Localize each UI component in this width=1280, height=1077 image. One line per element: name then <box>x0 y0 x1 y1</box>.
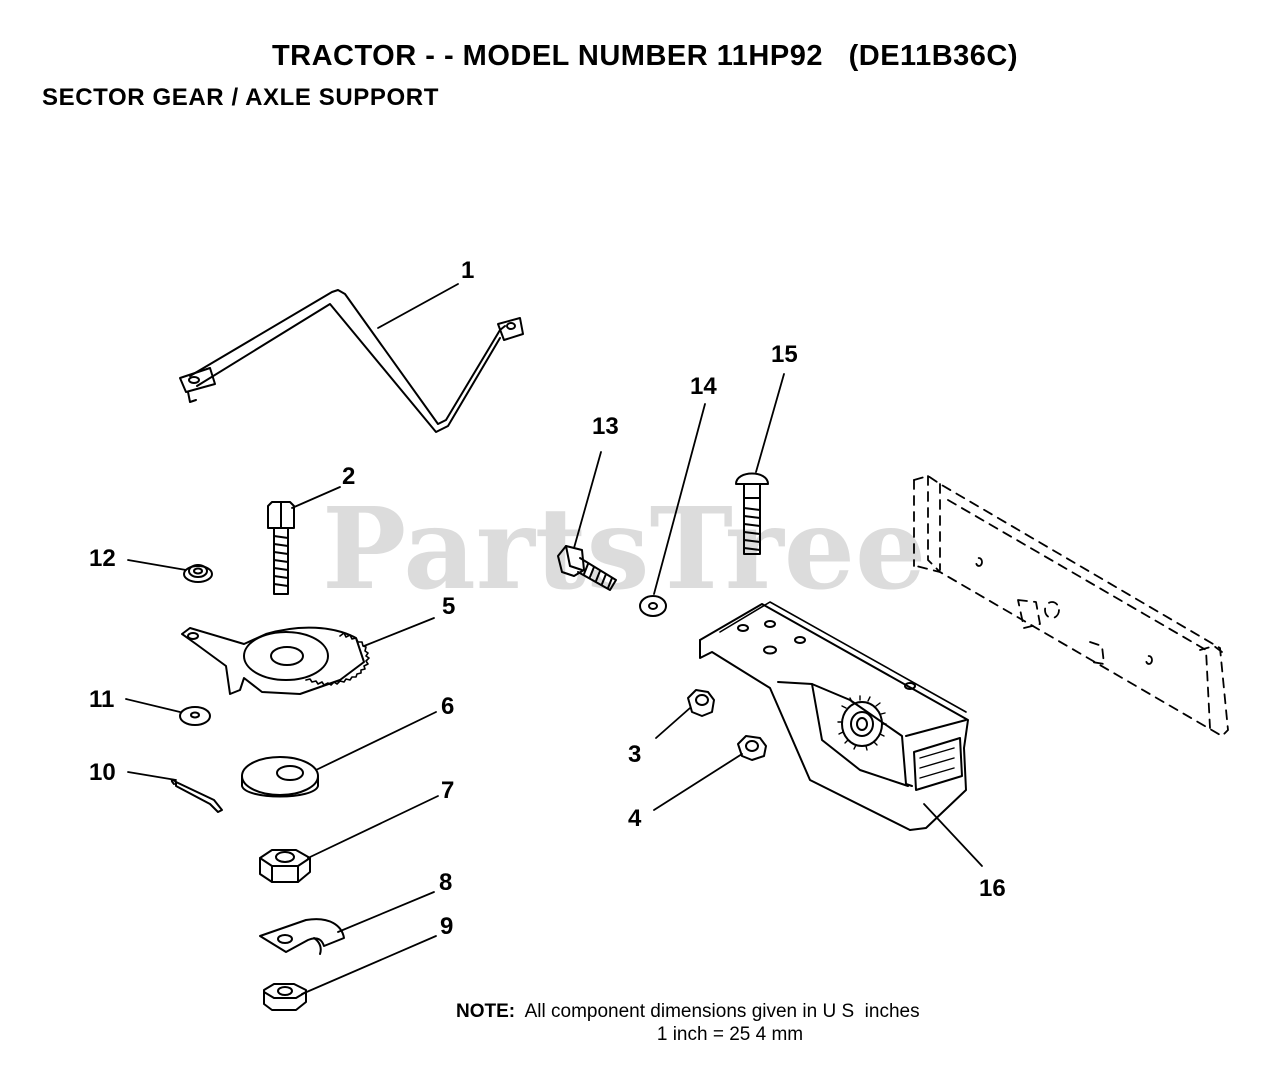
part-14-washer[interactable] <box>639 595 667 617</box>
callout-13: 13 <box>592 413 619 440</box>
leader-lines <box>125 283 983 995</box>
part-13-bolt[interactable] <box>557 545 617 591</box>
part-10-cotter-pin[interactable] <box>170 778 223 813</box>
part-8-clip[interactable] <box>259 918 345 955</box>
callout-14: 14 <box>690 373 717 400</box>
callout-1: 1 <box>461 257 474 284</box>
note-text: All component dimensions given in U S in… <box>524 1001 920 1022</box>
page-title: TRACTOR - - MODEL NUMBER 11HP92 (DE11B36… <box>271 40 1019 72</box>
part-15-carriage-bolt[interactable] <box>735 472 769 555</box>
part-5-sector-gear[interactable] <box>181 626 370 695</box>
callout-3: 3 <box>628 741 641 768</box>
unit-conversion: 1 inch = 25 4 mm <box>656 1024 804 1045</box>
note-label: NOTE: <box>456 1001 516 1022</box>
part-9-hex-nut[interactable] <box>263 983 307 1011</box>
part-6-spacer[interactable] <box>241 756 319 798</box>
frame-reference-outline <box>913 475 1229 737</box>
callout-15: 15 <box>771 341 798 368</box>
part-7-nut[interactable] <box>259 849 311 883</box>
callout-6: 6 <box>441 693 454 720</box>
callout-16: 16 <box>979 875 1006 902</box>
part-16-axle-support[interactable] <box>699 601 969 831</box>
part-12-flange-nut[interactable] <box>183 564 213 583</box>
callout-11: 11 <box>89 686 114 713</box>
part-11-washer[interactable] <box>179 706 211 726</box>
section-title: SECTOR GEAR / AXLE SUPPORT <box>42 84 439 111</box>
part-3-nut[interactable] <box>687 689 715 717</box>
part-1-drag-link[interactable] <box>179 289 524 433</box>
callout-10: 10 <box>89 759 116 786</box>
part-2-hex-bolt[interactable] <box>267 501 295 595</box>
dimension-note: NOTE: All component dimensions given in … <box>456 1001 920 1023</box>
part-4-nut[interactable] <box>737 735 767 761</box>
callout-5: 5 <box>442 593 455 620</box>
watermark: PartsTree <box>322 484 926 615</box>
callout-4: 4 <box>628 805 642 832</box>
callout-numbers: 1 2 3 4 5 6 7 8 9 10 11 12 13 14 15 16 <box>89 257 1006 940</box>
callout-12: 12 <box>89 545 116 572</box>
callout-2: 2 <box>342 463 355 490</box>
callout-7: 7 <box>441 777 454 804</box>
callout-9: 9 <box>440 913 453 940</box>
callout-8: 8 <box>439 869 452 896</box>
